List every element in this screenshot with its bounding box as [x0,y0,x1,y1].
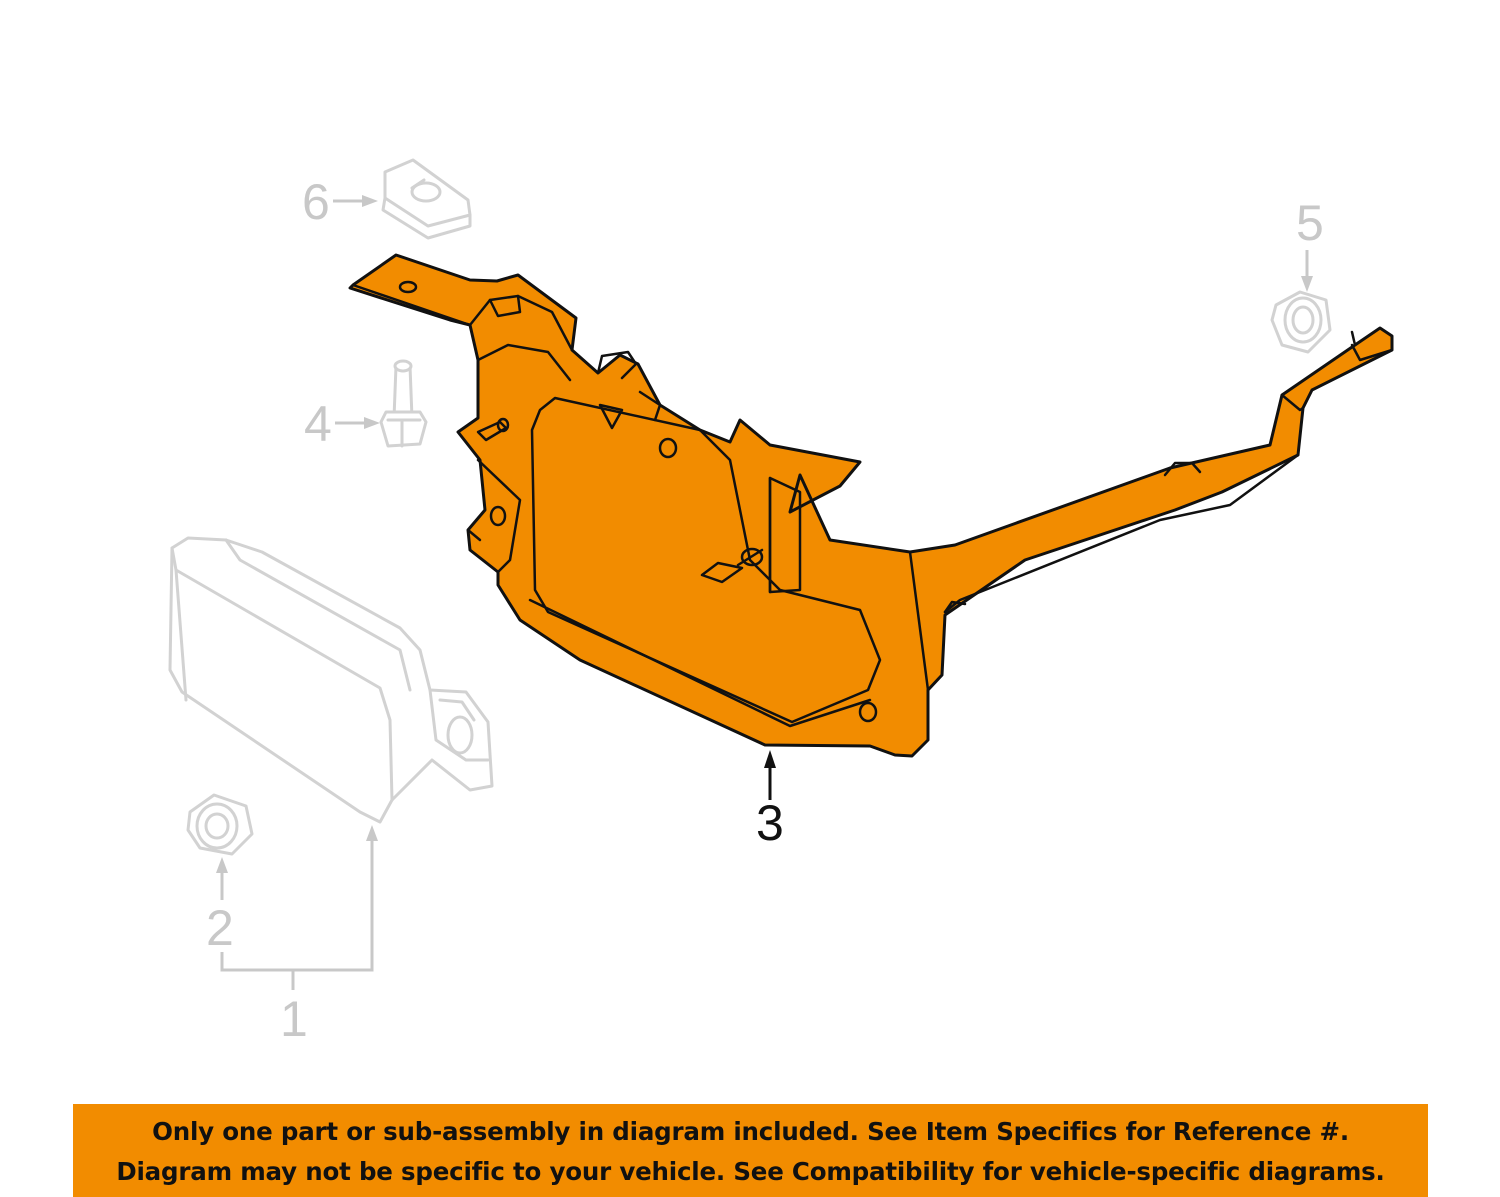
arrowhead-1 [366,825,378,841]
arrowhead-4 [364,417,380,429]
part-6-clip-nut[interactable] [381,158,472,240]
arrowhead-3 [764,750,776,768]
callout-6: 6 [302,174,330,230]
disclaimer-banner: Only one part or sub-assembly in diagram… [73,1104,1428,1197]
part-2-nut[interactable] [186,793,254,856]
part-4-bolt[interactable] [379,359,428,448]
arrowhead-2 [216,857,228,873]
callout-3: 3 [756,795,784,851]
callout-1: 1 [280,991,308,1047]
callout-5: 5 [1296,195,1324,251]
part-1-radar-sensor[interactable] [168,536,494,824]
part-3-bracket[interactable] [348,253,1394,758]
part-5-nut[interactable] [1270,290,1332,354]
callout-2: 2 [206,900,234,956]
leader-1-bracket [220,838,374,972]
disclaimer-line-2: Diagram may not be specific to your vehi… [116,1157,1385,1186]
arrowhead-6 [362,195,378,207]
arrowhead-5 [1301,276,1313,292]
callout-4: 4 [304,396,332,452]
disclaimer-line-1: Only one part or sub-assembly in diagram… [152,1117,1349,1146]
